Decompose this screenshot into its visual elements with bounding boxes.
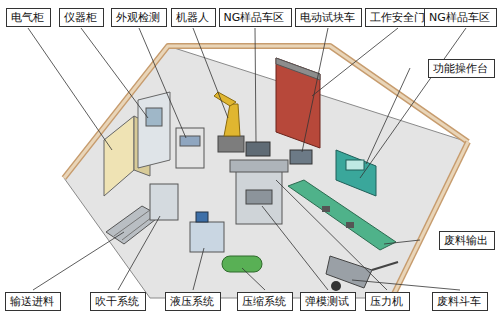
callout-box: 功能操作台 [428, 59, 495, 78]
callout-label: 压缩系统 [242, 295, 288, 308]
callout-label: NG样品车区 [224, 11, 287, 24]
callout-box: 外观检测 [111, 8, 167, 27]
callout-box: 工作安全门 [365, 8, 432, 27]
callout-box: 输送进料 [5, 292, 61, 311]
callout-box: NG样品车区 [424, 8, 497, 27]
callout-box: 弹模测试 [300, 292, 356, 311]
callout-box: 电气柜 [6, 8, 51, 27]
callout-label: 外观检测 [116, 11, 162, 24]
callout-box: 吹干系统 [90, 292, 146, 311]
callout-box: 电动试块车 [295, 8, 362, 27]
callout-label: 弹模测试 [305, 295, 351, 308]
callout-label: 功能操作台 [433, 62, 490, 75]
callout-box: 压力机 [365, 292, 410, 311]
callout-box: 仪器柜 [59, 8, 104, 27]
callout-label: 机器人 [176, 11, 211, 24]
callout-label: NG样品车区 [429, 11, 492, 24]
callout-label: 电气柜 [11, 11, 46, 24]
callout-box: 废料斗车 [432, 292, 488, 311]
callout-label: 液压系统 [170, 295, 216, 308]
callout-box: 机器人 [171, 8, 216, 27]
callout-label: 吹干系统 [95, 295, 141, 308]
callout-label: 废料输出 [444, 234, 490, 247]
callout-box: 压缩系统 [237, 292, 293, 311]
callout-box: 废料输出 [439, 231, 495, 250]
callout-label: 废料斗车 [437, 295, 483, 308]
callout-label: 工作安全门 [370, 11, 427, 24]
callout-label: 电动试块车 [300, 11, 357, 24]
callout-label: 压力机 [370, 295, 405, 308]
callout-box: NG样品车区 [219, 8, 292, 27]
callout-label: 仪器柜 [64, 11, 99, 24]
callout-label: 输送进料 [10, 295, 56, 308]
callout-box: 液压系统 [165, 292, 221, 311]
